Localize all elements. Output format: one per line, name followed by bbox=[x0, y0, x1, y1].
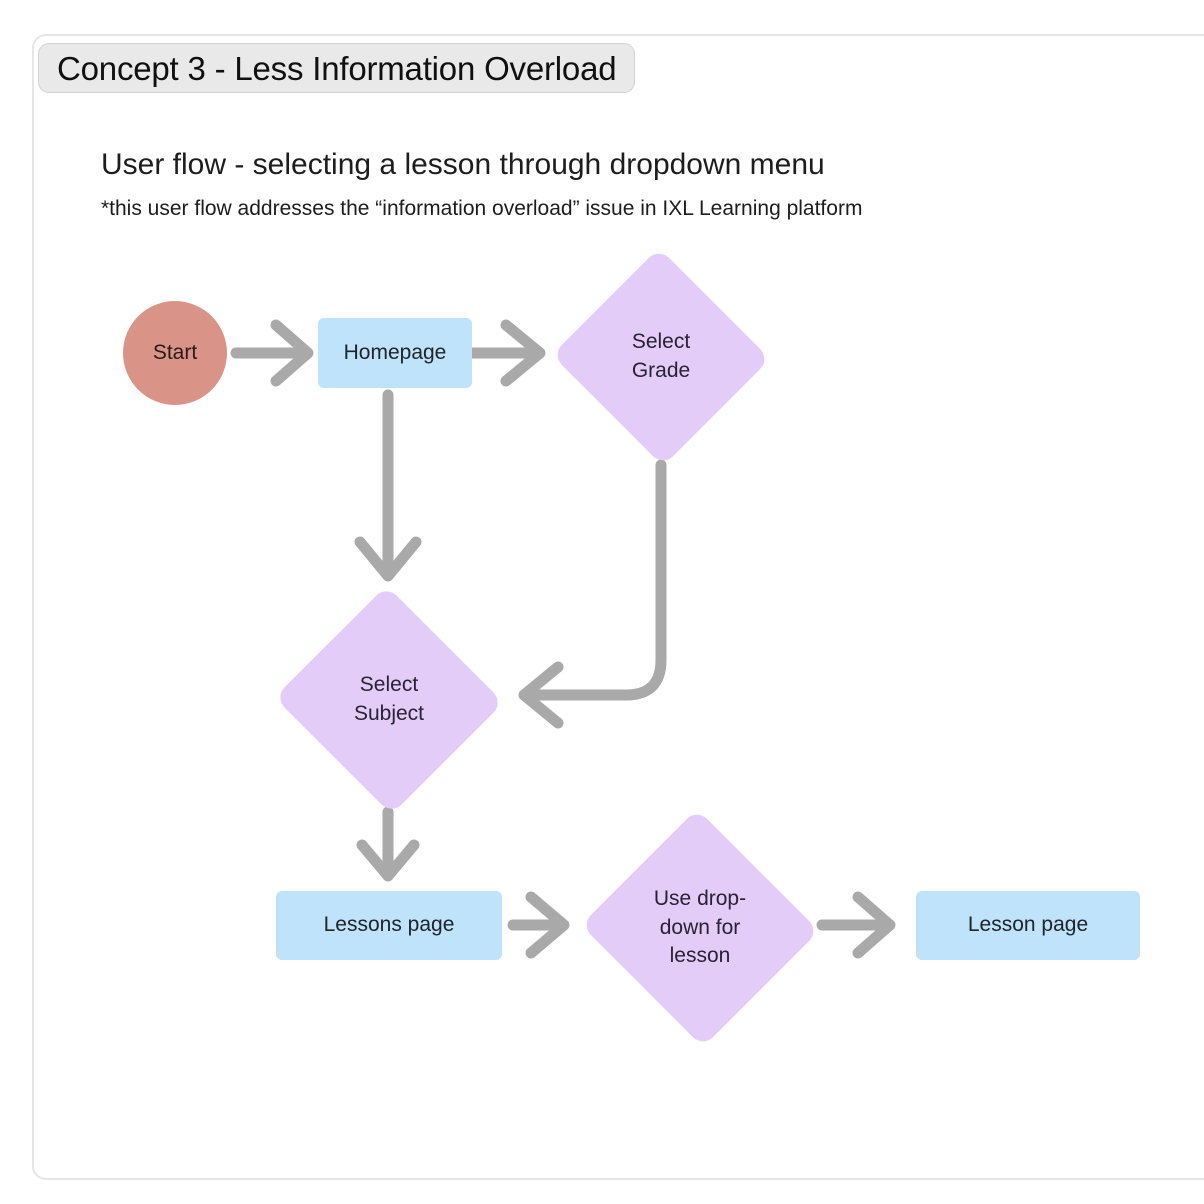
flow-node-lesson-page-label: Lesson page bbox=[967, 913, 1089, 937]
edge-homepage-to-select-grade bbox=[466, 319, 546, 387]
flow-note: *this user flow addresses the “informati… bbox=[101, 197, 863, 220]
flow-node-homepage-label: Homepage bbox=[343, 340, 447, 364]
edge-use-dropdown-to-lesson-page bbox=[816, 891, 896, 959]
edge-homepage-to-select-subject bbox=[354, 389, 422, 582]
flow-node-lesson-page[interactable]: Lesson page bbox=[916, 891, 1140, 960]
flow-node-start[interactable]: Start bbox=[123, 301, 227, 405]
flow-node-select-grade-shape bbox=[551, 247, 771, 467]
concept-card bbox=[32, 34, 1204, 1180]
edge-lessons-page-to-use-dropdown bbox=[507, 891, 570, 959]
flow-node-select-subject[interactable]: Select Subject bbox=[272, 585, 506, 815]
concept-title-chip[interactable]: Concept 3 - Less Information Overload bbox=[38, 43, 636, 93]
flow-node-start-label: Start bbox=[152, 340, 198, 364]
flow-node-select-subject-shape bbox=[274, 585, 504, 815]
concept-title-text: Concept 3 - Less Information Overload bbox=[57, 49, 617, 87]
edge-start-to-homepage bbox=[230, 319, 314, 387]
flow-node-lessons-page-label: Lessons page bbox=[323, 913, 455, 937]
flow-node-select-grade[interactable]: Select Grade bbox=[550, 247, 772, 467]
edge-select-grade-to-select-subject bbox=[518, 459, 667, 729]
flow-title: User flow - selecting a lesson through d… bbox=[101, 148, 825, 181]
edge-select-subject-to-lessons-page bbox=[356, 806, 420, 882]
flow-node-lessons-page[interactable]: Lessons page bbox=[276, 891, 502, 960]
flow-node-use-dropdown[interactable]: Use drop- down for lesson bbox=[578, 808, 822, 1048]
flow-node-homepage[interactable]: Homepage bbox=[318, 318, 472, 388]
flow-node-use-dropdown-shape bbox=[580, 808, 820, 1048]
